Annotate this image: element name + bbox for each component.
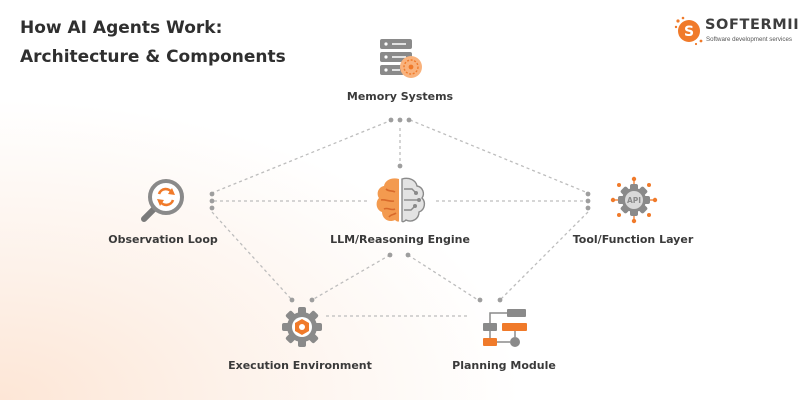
edge-memory-observation — [211, 119, 393, 194]
node-llm-reasoning-engine — [374, 175, 426, 225]
server-stack-icon — [380, 39, 422, 78]
logo-wordmark: SOFTERMII — [705, 17, 800, 33]
connector-dots — [209, 117, 591, 303]
node-memory-systems — [378, 36, 424, 82]
api-icon-text: API — [627, 196, 641, 205]
page-title: How AI Agents Work: Architecture & Compo… — [20, 14, 286, 72]
logo-letter: S — [684, 24, 694, 40]
node-planning-module — [480, 307, 530, 351]
tool-function-layer-label: Tool/Function Layer — [572, 233, 694, 246]
edge-llm-execution — [311, 254, 391, 301]
brand-logo: S SOFTERMII Software development service… — [674, 16, 800, 46]
logo-tagline: Software development services — [706, 36, 792, 43]
node-execution-environment — [280, 305, 324, 349]
title-line-1: How AI Agents Work: — [20, 18, 223, 38]
logo-mark-icon: S — [674, 16, 703, 46]
title-line-2: Architecture & Components — [20, 47, 286, 67]
node-observation-loop — [140, 177, 186, 223]
memory-systems-label: Memory Systems — [346, 90, 454, 103]
flowchart-icon — [483, 309, 527, 347]
edge-llm-planning — [407, 254, 479, 301]
api-gear-icon: API — [610, 176, 658, 224]
node-tool-function-layer: API — [610, 176, 658, 224]
gear-hex-icon — [282, 307, 322, 347]
planning-module-label: Planning Module — [452, 359, 556, 372]
brain-circuit-icon — [376, 177, 426, 223]
magnifier-refresh-icon — [141, 179, 184, 222]
observation-loop-label: Observation Loop — [108, 233, 218, 246]
llm-reasoning-engine-label: LLM/Reasoning Engine — [330, 233, 470, 246]
edge-memory-tool — [409, 119, 589, 194]
edge-tool-planning — [499, 211, 589, 301]
edge-observation-execution — [211, 211, 293, 301]
execution-environment-label: Execution Environment — [228, 359, 372, 372]
